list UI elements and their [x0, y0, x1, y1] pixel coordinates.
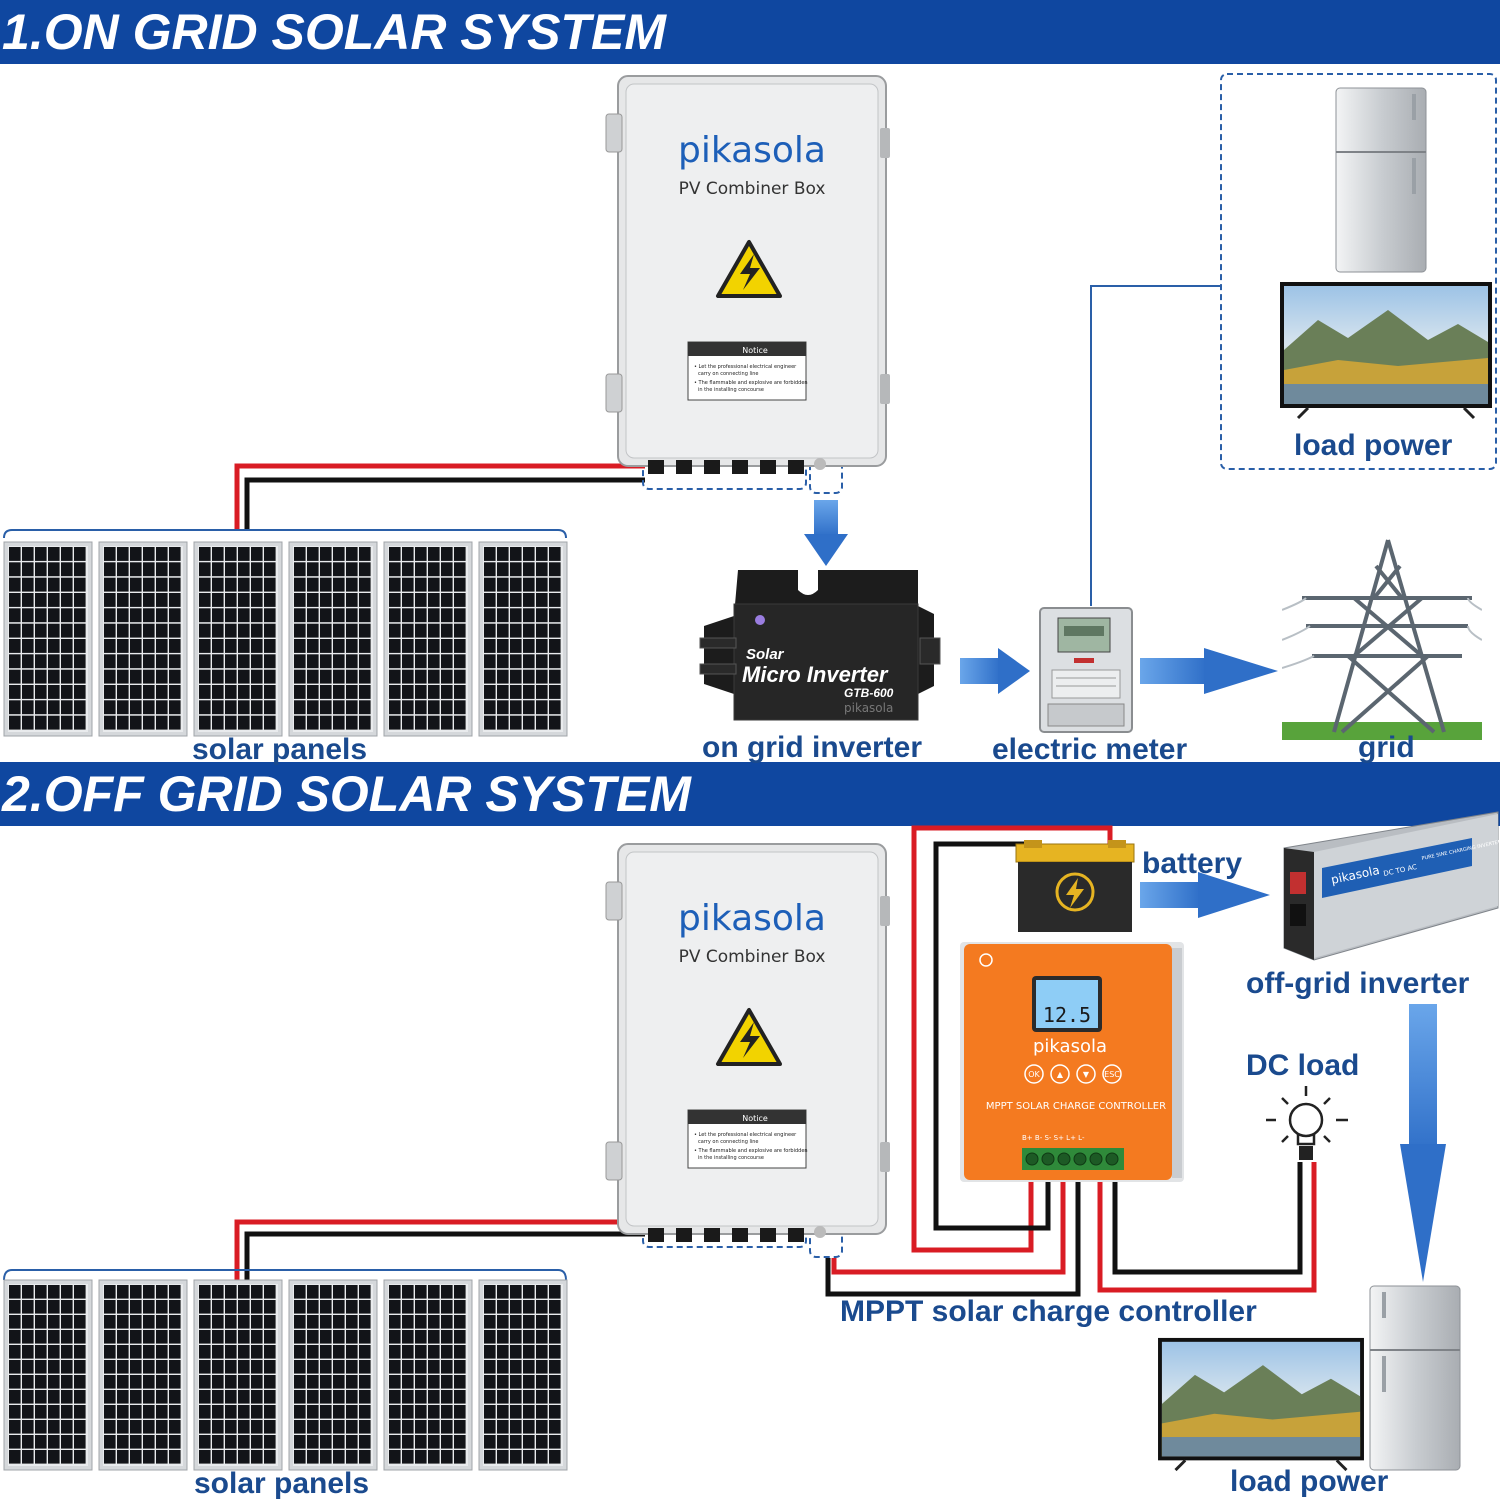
svg-text:carry on connecting line: carry on connecting line [698, 371, 758, 377]
solar-panel [288, 1279, 378, 1471]
label-battery: battery [1142, 847, 1243, 880]
off-grid-banner: 2.OFF GRID SOLAR SYSTEM [0, 762, 1500, 826]
solar-panel [98, 541, 188, 737]
label-on-grid-inverter: on grid inverter [702, 731, 923, 764]
arrow-battery-to-inverter [1140, 872, 1270, 918]
solar-panel-array-bottom [3, 1279, 568, 1471]
svg-text:• Let the professional electri: • Let the professional electrical engine… [694, 364, 797, 370]
solar-panel [288, 541, 378, 737]
svg-text:• The flammable and explosive: • The flammable and explosive are forbid… [694, 380, 808, 386]
svg-text:• Let the professional electri: • Let the professional electrical engine… [694, 1132, 797, 1138]
down-button: ▼ [1083, 1070, 1090, 1079]
svg-text:in the installing concourse: in the installing concourse [698, 387, 764, 393]
svg-text:carry on connecting line: carry on connecting line [698, 1139, 758, 1145]
on-grid-title: 1.ON GRID SOLAR SYSTEM [2, 4, 666, 60]
label-load-power-top: load power [1294, 429, 1453, 462]
solar-panel-array-top [3, 541, 568, 737]
fridge-icon [1335, 87, 1427, 273]
meter-to-load-wire [1090, 285, 1220, 606]
label-electric-meter: electric meter [992, 733, 1188, 766]
label-solar-panels-top: solar panels [192, 733, 368, 766]
label-mppt-controller: MPPT solar charge controller [840, 1295, 1257, 1328]
off-grid-inverter: pikasola DC TO AC PURE SINE CHARGING INV… [1283, 811, 1500, 961]
solar-panel [383, 1279, 473, 1471]
controller-brand: pikasola [1033, 1036, 1107, 1057]
solar-panel [193, 541, 283, 737]
arrow-down-to-inverter [804, 500, 848, 566]
combiner-brand: pikasola [678, 130, 826, 171]
arrow-meter-to-grid [1140, 648, 1278, 694]
ok-button: OK [1028, 1070, 1040, 1079]
mc4-connectors [648, 1226, 826, 1242]
label-off-grid-inverter: off-grid inverter [1246, 967, 1470, 1000]
solar-panel [98, 1279, 188, 1471]
light-bulb-icon [1266, 1086, 1348, 1160]
svg-text:PV Combiner Box: PV Combiner Box [679, 947, 826, 967]
solar-panel [383, 541, 473, 737]
pv-combiner-box-top: pikasola PV Combiner Box Notice • Let th… [605, 75, 890, 474]
battery [1015, 840, 1135, 932]
esc-button: ESC [1104, 1070, 1120, 1079]
label-load-power-bottom: load power [1230, 1465, 1389, 1498]
warning-icon [716, 240, 782, 298]
svg-text:Notice: Notice [742, 1114, 768, 1123]
warning-icon [716, 1008, 782, 1066]
tv-icon [1158, 1337, 1364, 1472]
arrow-inverter-to-load [1400, 1004, 1446, 1282]
lcd-readout: 12.5 [1043, 1003, 1091, 1027]
panels-bracket [3, 529, 567, 539]
notice-heading: Notice [742, 346, 768, 355]
inverter-brand: pikasola [844, 701, 893, 715]
svg-text:• The flammable and explosive: • The flammable and explosive are forbid… [694, 1148, 808, 1154]
combiner-title: PV Combiner Box [679, 179, 826, 199]
load-power-dashed-box [1220, 73, 1497, 470]
fridge-icon [1369, 1285, 1461, 1471]
mppt-charge-controller: 12.5 pikasola OK ▲ ▼ ESC MPPT SOLAR CHAR… [960, 942, 1184, 1182]
mc4-connectors [648, 458, 826, 474]
controller-name: MPPT SOLAR CHARGE CONTROLLER [986, 1101, 1166, 1112]
up-button: ▲ [1057, 1070, 1064, 1079]
inverter-model: GTB-600 [844, 686, 894, 700]
label-grid: grid [1358, 731, 1415, 764]
off-grid-title: 2.OFF GRID SOLAR SYSTEM [2, 766, 691, 822]
panel-to-box-wires-top [234, 463, 645, 530]
svg-text:in the installing concourse: in the installing concourse [698, 1155, 764, 1161]
on-grid-banner: 1.ON GRID SOLAR SYSTEM [0, 0, 1500, 64]
lightning-icon [1055, 872, 1095, 912]
electric-meter [1039, 607, 1133, 733]
pv-combiner-box-bottom: pikasola PV Combiner Box Notice • Let th… [605, 843, 890, 1242]
label-solar-panels-bottom: solar panels [194, 1467, 370, 1500]
inverter-text-name: Micro Inverter [742, 662, 889, 687]
tv-icon [1280, 282, 1492, 420]
solar-panel [3, 541, 93, 737]
solar-panel [478, 1279, 568, 1471]
label-dc-load: DC load [1246, 1049, 1360, 1082]
inverter-text-solar: Solar [746, 646, 785, 663]
solar-panel [478, 541, 568, 737]
panel-to-box-wires-bottom [234, 1219, 645, 1282]
tower-icon [1282, 539, 1482, 740]
arrow-inverter-to-meter [960, 648, 1030, 694]
svg-text:pikasola: pikasola [678, 898, 826, 939]
solar-panel [193, 1279, 283, 1471]
terminal-labels: B+ B- S- S+ L+ L- [1022, 1134, 1085, 1142]
solar-panel [3, 1279, 93, 1471]
micro-inverter: Solar Micro Inverter GTB-600 pikasola [699, 570, 941, 721]
